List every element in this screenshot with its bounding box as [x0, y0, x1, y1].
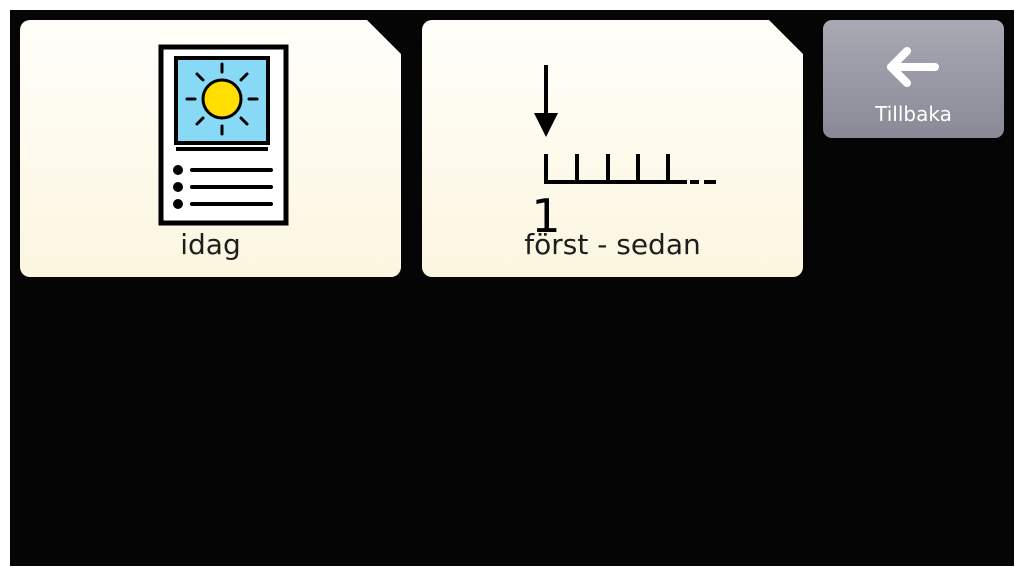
tile-idag[interactable]: idag	[20, 20, 401, 277]
back-button-label: Tillbaka	[875, 102, 952, 126]
back-button[interactable]: Tillbaka	[823, 20, 1004, 138]
tile-label: idag	[180, 228, 241, 261]
tile-label: först - sedan	[524, 228, 701, 261]
screen: idag 1 först - sedan	[10, 10, 1014, 566]
first-then-timeline-icon: 1	[522, 55, 722, 235]
timeline-number: 1	[531, 189, 560, 235]
arrow-left-icon	[887, 47, 939, 87]
daily-schedule-sun-icon	[156, 42, 296, 228]
tile-forst-sedan[interactable]: 1 först - sedan	[422, 20, 803, 277]
